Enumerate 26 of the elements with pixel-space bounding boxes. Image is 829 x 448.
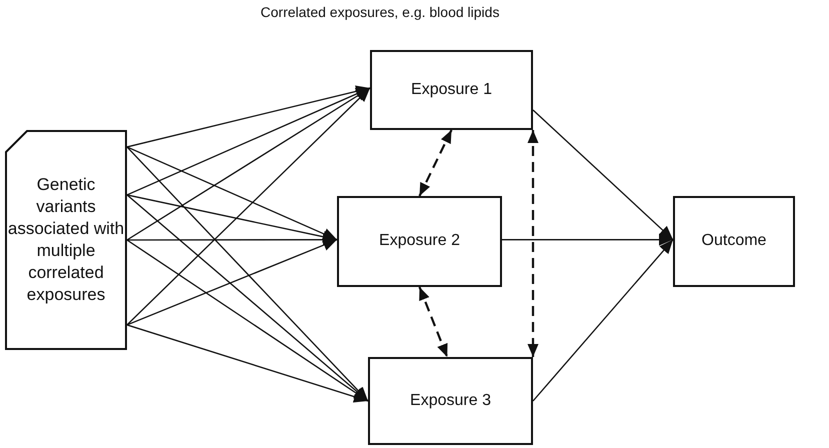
arrow [502, 234, 673, 246]
double-arrow [528, 130, 538, 357]
diagram-title: Correlated exposures, e.g. blood lipids [260, 4, 500, 20]
card-shape-box [5, 130, 127, 350]
arrow [126, 194, 368, 402]
arrow [126, 87, 370, 196]
node-label: Outcome [702, 231, 766, 252]
exposure-box [368, 357, 533, 445]
exposure-box [370, 50, 533, 130]
node-label: Genetic variants associated with multiple correlated exposures [6, 174, 126, 306]
double-arrow [418, 130, 452, 196]
arrow [126, 88, 370, 326]
arrow [126, 85, 370, 148]
arrow [126, 146, 368, 402]
double-arrow [418, 286, 448, 358]
exposure-box [337, 196, 502, 287]
arrow [532, 110, 674, 240]
node-label: Exposure 2 [379, 231, 460, 252]
node-label: Exposure 3 [410, 390, 491, 411]
arrow [532, 239, 674, 402]
arrow [126, 146, 338, 240]
outcome-box [673, 196, 795, 287]
arrow [126, 239, 338, 326]
arrow [126, 324, 368, 402]
arrow [126, 194, 338, 243]
node-label: Exposure 1 [411, 80, 492, 100]
